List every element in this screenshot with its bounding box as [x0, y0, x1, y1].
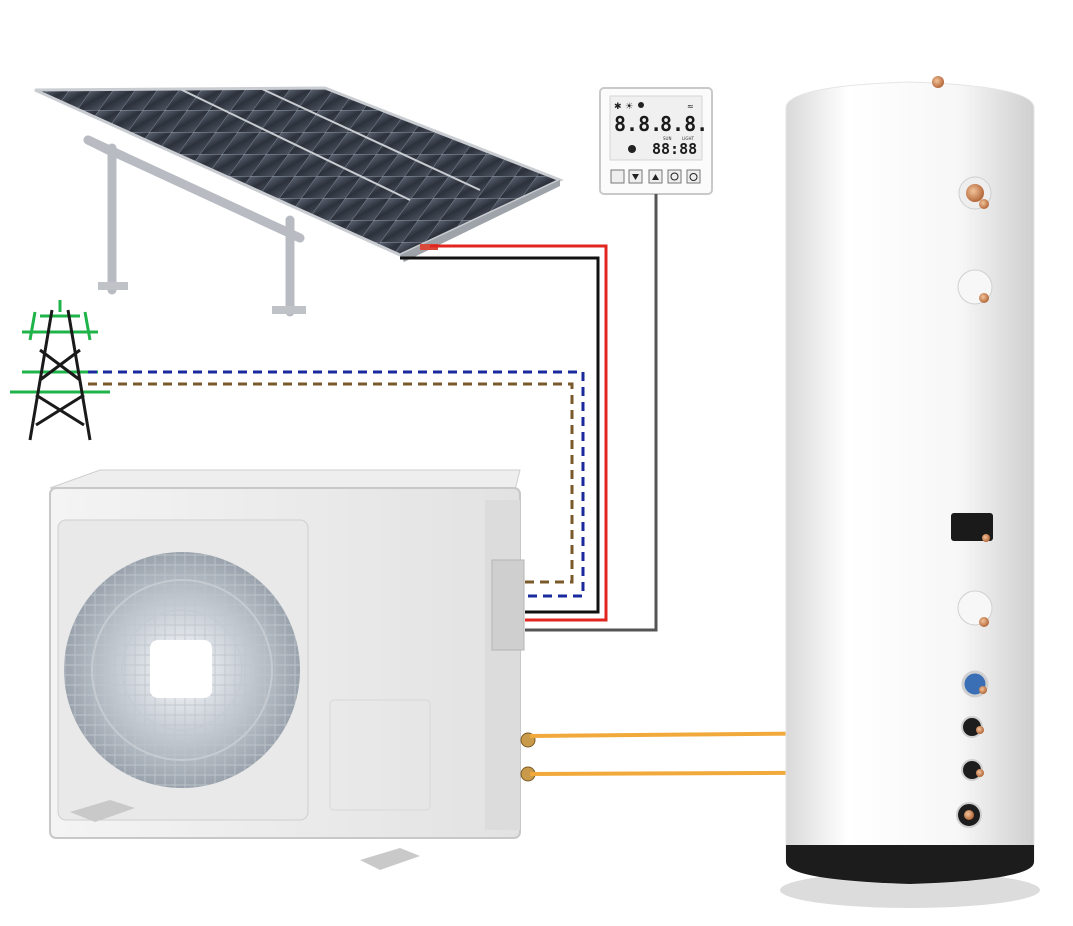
sensor-port-lower	[957, 590, 993, 627]
drain-port	[956, 802, 982, 828]
wiring-terminal-cover	[491, 559, 525, 651]
grid-neutral-wire	[88, 382, 574, 584]
controller-wire	[525, 194, 658, 632]
controller-buttons	[610, 169, 701, 184]
display-right: 8.8.	[660, 112, 708, 136]
fan-hub	[150, 640, 212, 698]
tank-top-fitting	[932, 76, 944, 88]
power-pylon-icon	[10, 300, 110, 441]
panel-mount-frame	[83, 135, 305, 317]
sensor-port-upper	[957, 269, 993, 305]
solar-positive-wire	[430, 244, 608, 622]
snowflake-icon: ✱	[614, 102, 622, 112]
wifi-icon: ≈	[687, 102, 694, 111]
heat-pump-inlet-port	[961, 716, 984, 738]
hot-water-outlet	[958, 176, 992, 210]
panel-foot	[98, 282, 128, 290]
fan-status-icon	[628, 145, 636, 153]
menu-button[interactable]	[610, 169, 625, 184]
cold-water-inlet	[961, 670, 989, 698]
hot-water-storage-tank	[780, 76, 1040, 908]
drop-icon	[638, 102, 644, 108]
sun-icon: ☀	[625, 102, 633, 112]
panel-foot	[272, 306, 306, 314]
panel-junction	[420, 244, 438, 250]
fan-grille	[57, 519, 309, 821]
unit-feet	[70, 800, 420, 870]
wiring	[88, 194, 658, 632]
display-left: 8.8.	[614, 112, 662, 136]
display-label-b: LIGHT	[682, 136, 695, 141]
svg-text:≈: ≈	[687, 102, 694, 111]
svg-text:☀: ☀	[625, 102, 633, 112]
solar-negative-wire	[400, 256, 600, 614]
heat-pump-outlet-port	[961, 759, 984, 781]
solar-panel	[34, 86, 564, 317]
thermostat-controller: 8.8. 8.8. 88:88 SUN LIGHT ✱ ☀ ≈	[599, 87, 713, 195]
mode-button[interactable]	[667, 169, 682, 184]
power-button[interactable]	[686, 169, 701, 184]
heat-pump-outdoor-unit	[49, 469, 536, 870]
display-label-a: SUN	[663, 136, 671, 141]
svg-text:✱: ✱	[614, 102, 622, 112]
heater-box	[951, 513, 993, 542]
grid-live-wire	[88, 370, 585, 598]
display-bottom: 88:88	[652, 140, 697, 158]
